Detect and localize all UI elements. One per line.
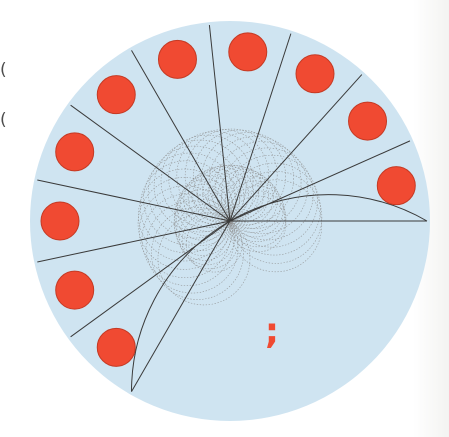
sector-dot xyxy=(229,33,267,71)
sector-dot xyxy=(56,133,94,171)
sector-dot xyxy=(377,167,415,205)
sector-dot xyxy=(97,328,135,366)
semicolon-mark: ; xyxy=(265,311,279,352)
sector-dot xyxy=(296,55,334,93)
sector-dot xyxy=(97,76,135,114)
sector-dot xyxy=(56,271,94,309)
sector-dot xyxy=(158,40,196,78)
sector-dot xyxy=(41,202,79,240)
sector-dot xyxy=(349,102,387,140)
